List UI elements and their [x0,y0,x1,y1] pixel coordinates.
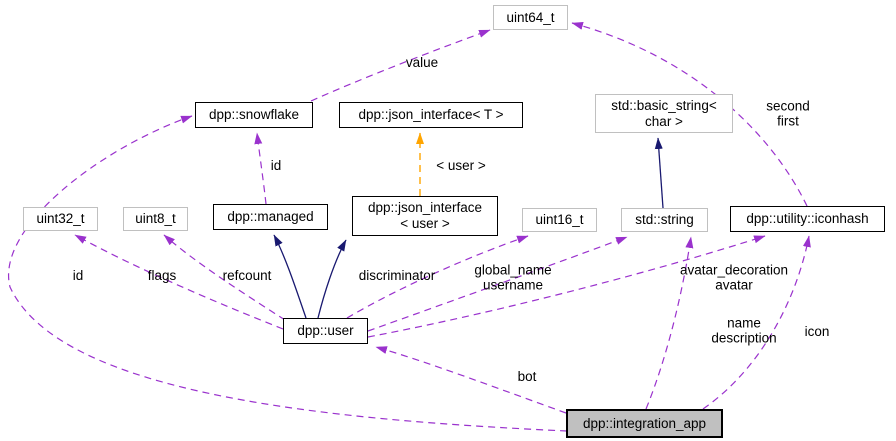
node-label: uint8_t [135,211,176,226]
node-dpp-snowflake[interactable]: dpp::snowflake [195,102,313,128]
edge-label-second: second [766,98,810,114]
node-label: uint16_t [535,212,584,227]
edge-user-inherits-jsoninterface [317,239,347,319]
node-uint16-t: uint16_t [522,208,597,232]
edge-label-name-description: name description [711,315,777,346]
edge-label-discriminator: discriminator [358,267,436,283]
node-label: uint64_t [506,9,555,25]
node-dpp-json-interface-user[interactable]: dpp::json_interface < user > [352,196,498,236]
edge-app-icon-iconhash [702,235,811,410]
node-label: dpp::integration_app [582,415,707,431]
node-label: dpp::snowflake [208,107,300,122]
edge-label-avatar-decoration-avatar: avatar_decoration avatar [679,262,789,293]
node-label: dpp::managed [227,209,314,224]
edge-user-refcount-uint8 [163,234,286,321]
node-dpp-integration-app: dpp::integration_app [566,409,723,438]
node-label: dpp::utility::iconhash [746,211,869,226]
node-label: std::string [635,212,694,227]
node-dpp-managed[interactable]: dpp::managed [213,204,328,230]
node-uint32-t: uint32_t [23,207,98,231]
edge-user-inherits-managed [273,234,307,319]
edge-label-template-user: < user > [436,157,486,173]
edge-user-discriminator-uint16 [346,235,529,319]
node-std-basic-string: std::basic_string< char > [595,94,733,133]
node-label: dpp::json_interface< T > [358,107,504,122]
edge-label-username: username [482,277,544,292]
edge-label-value: value [405,54,439,70]
edge-label-description: description [711,330,777,345]
edge-label-bot: bot [517,368,537,384]
node-label: dpp::user [297,323,354,338]
edge-label-global-name: global_name [474,262,552,278]
node-label-line2: char > [645,113,683,129]
node-dpp-utility-iconhash[interactable]: dpp::utility::iconhash [730,206,885,232]
edge-label-id-app: id [72,267,84,283]
node-std-string: std::string [621,208,708,232]
edge-user-flags-uint32 [74,234,284,330]
edge-app-id-snowflake [7,115,568,432]
node-label-line1: std::basic_string< [611,97,717,113]
node-dpp-json-interface-t[interactable]: dpp::json_interface< T > [339,102,523,128]
edge-app-namedescription-string [645,236,694,410]
edge-label-globalname-username: global_name username [474,262,552,293]
edge-user-avatar-iconhash [367,235,766,338]
node-label-line1: dpp::json_interface [367,200,483,215]
edge-label-id-managed: id [270,157,282,173]
edge-managed-id-snowflake [254,132,267,205]
edge-label-second-first: second first [766,98,810,129]
edge-label-first: first [777,113,799,128]
node-uint8-t: uint8_t [123,207,188,231]
edge-label-refcount: refcount [222,267,272,283]
edge-string-inherits-basicstring [654,137,664,209]
edge-app-bot-user [375,346,567,414]
edge-label-avatar-decoration: avatar_decoration [679,262,789,278]
node-dpp-user[interactable]: dpp::user [283,318,368,344]
edge-label-flags: flags [147,267,177,283]
node-label: uint32_t [36,211,85,226]
node-uint64-t: uint64_t [493,5,568,30]
edge-user-globalname-string [367,236,628,332]
edge-snowflake-value-uint64 [310,29,491,102]
edge-label-name: name [727,315,761,331]
edge-label-icon: icon [804,323,830,339]
edge-label-avatar: avatar [715,277,753,292]
node-label-line2: < user > [400,216,450,231]
